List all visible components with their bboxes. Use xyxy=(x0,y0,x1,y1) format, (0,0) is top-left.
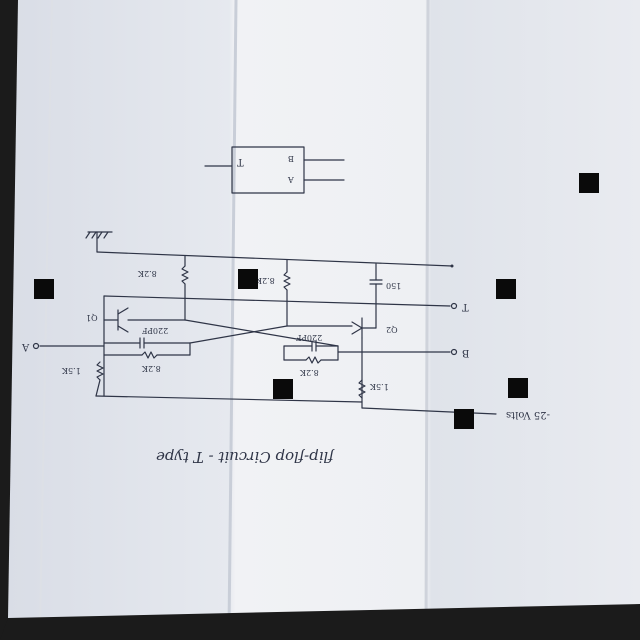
fold-crease xyxy=(227,0,238,631)
fold-crease xyxy=(424,0,430,637)
transistor-q1 xyxy=(103,295,186,397)
transistor-label-q1: Q1 xyxy=(86,313,98,322)
block-output-label-a: A xyxy=(288,175,294,184)
block-output-label-b: B xyxy=(288,154,294,163)
emitter-resistor-label-right: 1.5K xyxy=(370,382,389,391)
coupling-capacitor-label-left: 220PF xyxy=(142,326,169,335)
trigger-capacitor xyxy=(369,263,383,305)
trigger-bus xyxy=(103,295,451,307)
transistor-q2 xyxy=(286,303,377,403)
collector-resistor-label-right: 8.2K xyxy=(256,276,275,285)
emitter-resistor-label-left: 1.5K xyxy=(62,366,81,375)
supply-rail xyxy=(361,407,497,415)
paper-sheet xyxy=(8,0,640,640)
trigger-capacitor-label: 150 xyxy=(386,281,402,290)
base-network-right xyxy=(283,340,339,364)
terminal-t[interactable] xyxy=(450,302,458,310)
base-network-left xyxy=(103,337,191,359)
transistor-label-q2: Q2 xyxy=(386,325,398,334)
collector-resistor-left xyxy=(181,255,189,321)
occlusion-square xyxy=(238,269,258,289)
terminal-label-b: B xyxy=(462,347,470,358)
occlusion-square xyxy=(34,279,54,299)
collector-resistor-label-left: 8.2K xyxy=(138,269,157,278)
occlusion-square xyxy=(508,378,528,398)
supply-voltage-label: -25 Volts xyxy=(506,409,550,420)
coupling-capacitor-label-right: 220PF xyxy=(296,333,323,342)
emitter-resistor-left xyxy=(95,361,104,397)
block-input-label: T xyxy=(237,156,244,167)
diagram-title: flip-flop Circuit - T type xyxy=(156,448,334,466)
occlusion-square xyxy=(273,379,293,399)
t-flipflop-block xyxy=(204,146,345,194)
base-resistor-label-right: 8.2K xyxy=(300,368,319,377)
ground-symbol xyxy=(85,231,113,253)
terminal-label-a: A xyxy=(22,341,30,352)
occlusion-square xyxy=(496,279,516,299)
collector-resistor-right xyxy=(283,259,291,327)
terminal-a[interactable] xyxy=(32,342,40,350)
terminal-b[interactable] xyxy=(450,348,458,356)
occlusion-square xyxy=(579,173,599,193)
fold-crease xyxy=(39,0,53,626)
terminal-label-t: T xyxy=(462,301,469,312)
table-edge xyxy=(0,604,640,640)
supply-rail xyxy=(95,395,363,403)
ground-rail xyxy=(96,251,453,267)
emitter-resistor-right xyxy=(358,379,366,399)
base-resistor-label-left: 8.2K xyxy=(142,364,161,373)
cross-coupling-wire xyxy=(189,325,288,344)
occlusion-square xyxy=(454,409,474,429)
